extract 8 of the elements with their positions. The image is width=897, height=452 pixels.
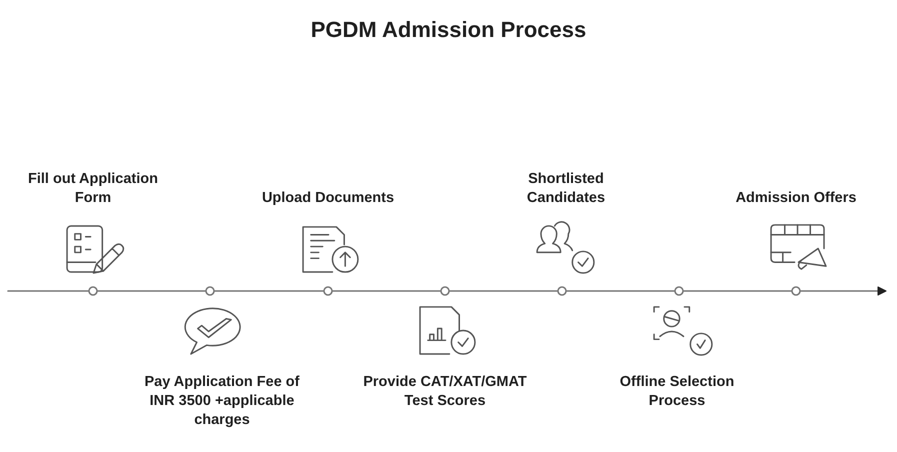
step-label: Pay Application Fee of INR 3500 +applicable charges	[144, 373, 300, 430]
title: PGDM Admission Process	[310, 16, 588, 44]
step-label: Upload Documents	[260, 189, 396, 208]
step-label: Shortlisted Candidates	[526, 170, 606, 208]
step-label: Offline Selection Process	[618, 373, 736, 411]
step-label: Admission Offers	[734, 189, 858, 208]
step-label: Fill out Application Form	[27, 170, 159, 208]
step-label: Provide CAT/XAT/GMAT Test Scores	[362, 373, 528, 411]
